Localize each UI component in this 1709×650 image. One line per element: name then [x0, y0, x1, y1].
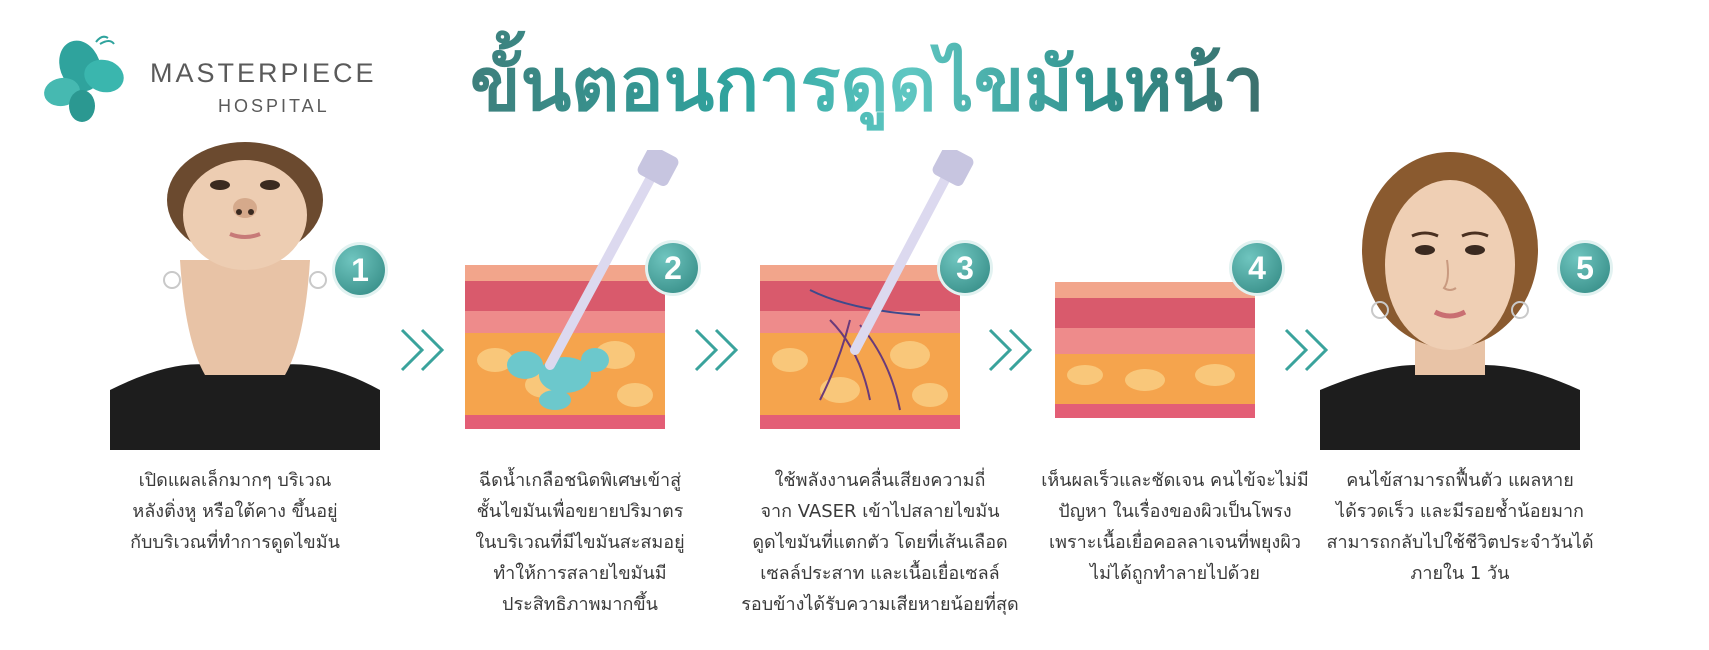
butterfly-logo-icon	[44, 35, 124, 122]
saline-injection-diagram	[465, 146, 679, 429]
double-chevron-right-icon	[694, 328, 739, 372]
step-2-description: ฉีดน้ำเกลือชนิดพิเศษเข้าสู่ ชั้นไขมันเพื…	[445, 465, 715, 620]
step-5-illustration	[1320, 140, 1580, 450]
logo-subtitle: HOSPITAL	[218, 96, 330, 116]
patient-face-after-image	[1320, 140, 1580, 450]
description-line: ประสิทธิภาพมากขึ้น	[502, 594, 658, 615]
step-4-number-badge: 4	[1232, 243, 1282, 293]
description-line: เปิดแผลเล็กมากๆ บริเวณ	[138, 470, 332, 491]
description-line: ไม่ได้ถูกทำลายไปด้วย	[1090, 563, 1260, 584]
step-3-number-badge: 3	[940, 243, 990, 293]
double-chevron-right-icon	[400, 328, 445, 372]
step-3-illustration	[760, 146, 990, 450]
step-4-illustration	[1055, 260, 1265, 450]
description-line: ได้รวดเร็ว และมีรอยช้ำน้อยมาก	[1336, 501, 1584, 522]
description-line: เห็นผลเร็วและชัดเจน คนไข้จะไม่มี	[1041, 470, 1309, 491]
description-line: ทำให้การสลายไขมันมี	[493, 563, 667, 584]
page-title: ขั้นตอนการดูดไขมันหน้า	[470, 25, 1265, 143]
description-line: เพราะเนื้อเยื่อคอลลาเจนที่พยุงผิว	[1049, 532, 1301, 553]
step-2-number-badge: 2	[648, 243, 698, 293]
description-line: หลังติ่งหู หรือใต้คาง ขึ้นอยู่	[132, 501, 338, 522]
description-line: รอบข้างได้รับความเสียหายน้อยที่สุด	[741, 594, 1019, 615]
step-1-number-badge: 1	[335, 245, 385, 295]
description-line: จาก VASER เข้าไปสลายไขมัน	[760, 501, 1000, 522]
description-line: ฉีดน้ำเกลือชนิดพิเศษเข้าสู่	[478, 470, 682, 491]
step-3-description: ใช้พลังงานคลื่นเสียงความถี่ จาก VASER เข…	[735, 465, 1025, 620]
description-line: สามารถกลับไปใช้ชีวิตประจำวันได้	[1326, 532, 1594, 553]
vaser-ultrasound-diagram	[760, 146, 974, 429]
description-line: ภายใน 1 วัน	[1410, 563, 1510, 584]
step-4-description: เห็นผลเร็วและชัดเจน คนไข้จะไม่มี ปัญหา ใ…	[1030, 465, 1320, 589]
description-line: ปัญหา ในเรื่องของผิวเป็นโพรง	[1058, 501, 1292, 522]
description-line: กับบริเวณที่ทำการดูดไขมัน	[130, 532, 340, 553]
description-line: ดูดไขมันที่แตกตัว โดยที่เส้นเลือด	[752, 532, 1008, 553]
step-2-illustration	[465, 146, 695, 450]
description-line: ในบริเวณที่มีไขมันสะสมอยู่	[475, 532, 685, 553]
description-line: ใช้พลังงานคลื่นเสียงความถี่	[774, 470, 986, 491]
healed-skin-diagram	[1055, 282, 1255, 418]
description-line: คนไข้สามารถฟื้นตัว แผลหาย	[1346, 470, 1574, 491]
step-5-description: คนไข้สามารถฟื้นตัว แผลหาย ได้รวดเร็ว และ…	[1315, 465, 1605, 589]
step-1-description: เปิดแผลเล็กมากๆ บริเวณ หลังติ่งหู หรือใต…	[100, 465, 370, 558]
description-line: ชั้นไขมันเพื่อขยายปริมาตร	[476, 501, 684, 522]
patient-face-chin-up-image	[110, 140, 380, 450]
hospital-logo: MASTERPIECE HOSPITAL	[38, 28, 398, 128]
step-1-illustration	[110, 140, 380, 450]
double-chevron-right-icon	[1284, 328, 1329, 372]
step-5-number-badge: 5	[1560, 243, 1610, 293]
description-line: เซลล์ประสาท และเนื้อเยื่อเซลล์	[760, 563, 1000, 584]
logo-name: MASTERPIECE	[150, 58, 377, 88]
double-chevron-right-icon	[988, 328, 1033, 372]
